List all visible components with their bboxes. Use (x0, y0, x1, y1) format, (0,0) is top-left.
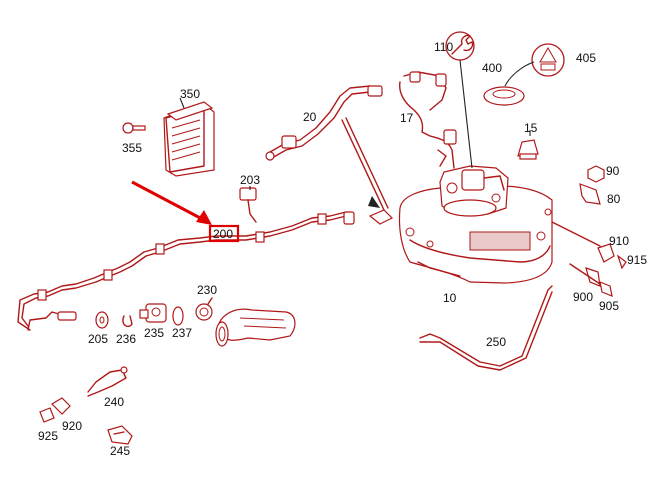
callout-920[interactable]: 920 (62, 419, 82, 433)
vent-valve[interactable] (517, 139, 539, 160)
callout-203[interactable]: 203 (240, 173, 260, 187)
sealing-ring[interactable] (483, 86, 525, 106)
callout-240[interactable]: 240 (104, 395, 124, 409)
callout-925[interactable]: 925 (38, 429, 58, 443)
intake-hose[interactable] (215, 308, 296, 347)
vent-hose[interactable] (265, 85, 383, 161)
callout-245[interactable]: 245 (110, 444, 130, 458)
fuel-pump-module[interactable] (439, 165, 509, 217)
callout-15[interactable]: 15 (524, 121, 538, 135)
callout-10[interactable]: 10 (443, 291, 457, 305)
callout-400[interactable]: 400 (482, 61, 502, 75)
callout-17[interactable]: 17 (400, 111, 414, 125)
cable-240[interactable] (87, 366, 128, 397)
bracket-245[interactable] (107, 425, 133, 445)
wiring-harness-17[interactable] (399, 71, 457, 169)
pointer-arrow (131, 180, 212, 225)
callout-90[interactable]: 90 (606, 164, 620, 178)
callout-237[interactable]: 237 (172, 326, 192, 340)
mounting-bracket[interactable] (579, 183, 601, 205)
callout-20[interactable]: 20 (303, 110, 317, 124)
callout-910[interactable]: 910 (609, 234, 629, 248)
clamp-230[interactable] (195, 297, 213, 321)
highlight-box-200 (208, 224, 240, 243)
wrench-icon (445, 31, 475, 61)
clip-925[interactable] (39, 407, 55, 423)
fuel-tank[interactable] (398, 185, 553, 284)
callout-915[interactable]: 915 (627, 253, 647, 267)
fuel-line[interactable] (341, 117, 394, 225)
callout-235[interactable]: 235 (144, 326, 164, 340)
valve-235[interactable] (139, 303, 167, 323)
washer-205[interactable] (95, 311, 109, 329)
callout-355[interactable]: 355 (122, 141, 142, 155)
callout-236[interactable]: 236 (116, 332, 136, 346)
tank-strap[interactable] (419, 285, 553, 371)
callout-110[interactable]: 110 (434, 40, 453, 54)
callout-200[interactable]: 200 (213, 227, 233, 241)
fuel-warning-icon (531, 43, 565, 77)
callout-350[interactable]: 350 (180, 87, 200, 101)
callout-80[interactable]: 80 (607, 192, 621, 206)
connector-203[interactable] (239, 187, 257, 223)
callout-250[interactable]: 250 (486, 335, 506, 349)
fuel-supply-line-200[interactable] (17, 211, 355, 331)
callout-leader-400 (504, 61, 535, 87)
callout-905[interactable]: 905 (599, 299, 619, 313)
clip-236[interactable] (122, 315, 133, 328)
callout-230[interactable]: 230 (197, 283, 217, 297)
callout-205[interactable]: 205 (88, 332, 108, 346)
callout-leader-110 (459, 59, 473, 169)
seal-ring-237[interactable] (172, 306, 184, 326)
tank-strap-mount[interactable] (551, 221, 627, 297)
bolt-355[interactable] (122, 122, 146, 134)
control-unit[interactable] (163, 101, 215, 177)
callout-leader-350 (179, 97, 185, 109)
clip-920[interactable] (51, 397, 71, 415)
callout-900[interactable]: 900 (573, 290, 593, 304)
hex-nut[interactable] (587, 165, 605, 183)
callout-405[interactable]: 405 (576, 51, 596, 65)
